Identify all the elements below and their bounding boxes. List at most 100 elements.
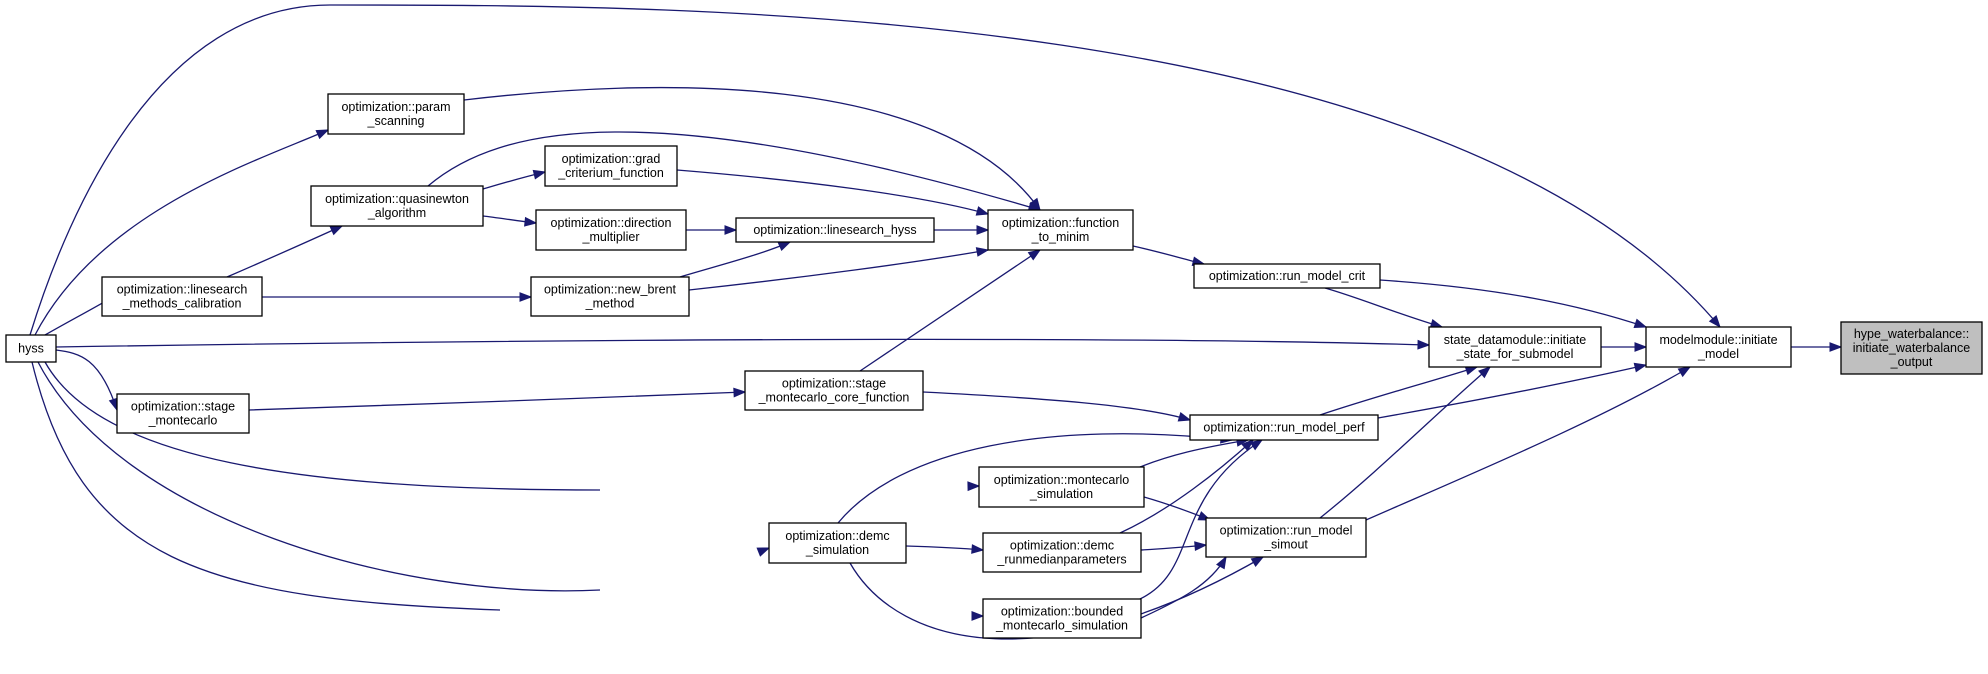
edge-hyss-to-initiate_model bbox=[29, 4, 1721, 336]
node-box[interactable] bbox=[535, 209, 687, 251]
edge-line bbox=[1379, 279, 1647, 328]
edge-param_scanning-to-function_to_minim bbox=[463, 86, 1041, 212]
node-box[interactable] bbox=[310, 185, 484, 227]
node-label: modelmodule::initiate bbox=[1659, 333, 1777, 347]
edge-line bbox=[1324, 287, 1443, 328]
node-box[interactable] bbox=[987, 209, 1134, 251]
arrowhead-icon bbox=[532, 169, 547, 180]
node-label: _simout bbox=[1263, 538, 1308, 552]
node-param_scanning[interactable]: optimization::param_scanning bbox=[327, 93, 465, 135]
edge-stage_montecarlo_core_function-to-run_model_perf bbox=[922, 391, 1192, 422]
arrowhead-icon bbox=[1708, 315, 1721, 329]
edge-line bbox=[679, 241, 791, 278]
edge-function_to_minim-to-run_model_crit bbox=[1132, 245, 1206, 266]
edge-line bbox=[905, 545, 984, 551]
edge-line bbox=[248, 391, 746, 411]
edge-bounded_montecarlo_simulation-to-run_model_simout bbox=[1140, 555, 1227, 619]
node-box[interactable] bbox=[1645, 326, 1792, 368]
arrowhead-icon bbox=[1027, 249, 1042, 261]
node-box[interactable] bbox=[327, 93, 465, 135]
node-box[interactable] bbox=[982, 532, 1142, 573]
edge-line bbox=[1139, 439, 1249, 468]
node-linesearch_methods_calibration[interactable]: optimization::linesearch_methods_calibra… bbox=[101, 276, 263, 317]
node-initiate_model[interactable]: modelmodule::initiate_model bbox=[1645, 326, 1792, 368]
node-run_model_perf[interactable]: optimization::run_model_perf bbox=[1189, 414, 1379, 441]
edge-grad_criterium_function-to-function_to_minim bbox=[676, 169, 990, 216]
node-direction_multiplier[interactable]: optimization::direction_multiplier bbox=[535, 209, 687, 251]
arrowhead-icon bbox=[976, 225, 990, 235]
node-linesearch_hyss[interactable]: optimization::linesearch_hyss bbox=[735, 217, 935, 243]
node-box[interactable] bbox=[982, 598, 1142, 639]
edge-run_model_perf-to-initiate_state_for_submodel bbox=[1319, 365, 1479, 416]
arrowhead-icon bbox=[1677, 366, 1692, 378]
node-label: _state_for_submodel bbox=[1456, 347, 1574, 361]
edge-hyss-to-montecarlo_simulation bbox=[44, 361, 981, 492]
node-new_brent_method[interactable]: optimization::new_brent_method bbox=[530, 276, 690, 317]
node-grad_criterium_function[interactable]: optimization::grad_criterium_function bbox=[544, 145, 678, 187]
edge-initiate_model-to-initiate_waterbalance_output bbox=[1790, 342, 1843, 352]
node-label: optimization::linesearch_hyss bbox=[753, 223, 916, 237]
node-box[interactable] bbox=[978, 466, 1145, 508]
arrowhead-icon bbox=[971, 544, 985, 554]
arrowhead-icon bbox=[1417, 339, 1431, 350]
edge-run_model_simout-to-initiate_model bbox=[1365, 366, 1692, 521]
node-box[interactable] bbox=[1428, 326, 1602, 368]
node-demc_runmedianparameters[interactable]: optimization::demc_runmedianparameters bbox=[982, 532, 1142, 573]
node-label: _method bbox=[585, 297, 635, 311]
edge-hyss-to-demc_simulation bbox=[37, 361, 771, 592]
arrowhead-icon bbox=[724, 225, 738, 235]
node-box[interactable] bbox=[116, 393, 250, 434]
edge-line bbox=[463, 86, 1041, 211]
node-demc_simulation[interactable]: optimization::demc_simulation bbox=[768, 522, 907, 564]
node-label: _output bbox=[1890, 355, 1933, 369]
edge-montecarlo_simulation-to-run_model_perf bbox=[1139, 437, 1250, 468]
node-hyss[interactable]: hyss bbox=[5, 334, 57, 363]
node-box[interactable] bbox=[768, 522, 907, 564]
edge-new_brent_method-to-linesearch_hyss bbox=[679, 241, 792, 278]
node-box[interactable] bbox=[1193, 263, 1381, 289]
arrowhead-icon bbox=[329, 225, 344, 236]
node-label: _model bbox=[1697, 347, 1739, 361]
arrowhead-icon bbox=[1250, 556, 1265, 567]
node-label: initiate_waterbalance bbox=[1853, 341, 1970, 355]
node-label: optimization::run_model_crit bbox=[1209, 269, 1366, 283]
node-stage_montecarlo_core_function[interactable]: optimization::stage_montecarlo_core_func… bbox=[744, 370, 924, 411]
node-box[interactable] bbox=[5, 334, 57, 363]
edge-hyss-to-stage_montecarlo bbox=[55, 349, 119, 412]
edge-hyss-to-bounded_montecarlo_simulation bbox=[31, 361, 985, 621]
arrowhead-icon bbox=[1194, 541, 1208, 551]
node-initiate_state_for_submodel[interactable]: state_datamodule::initiate_state_for_sub… bbox=[1428, 326, 1602, 368]
arrowhead-icon bbox=[1029, 197, 1041, 212]
node-label: hype_waterbalance:: bbox=[1854, 327, 1969, 341]
node-label: _methods_calibration bbox=[122, 297, 242, 311]
node-label: optimization::quasinewton bbox=[325, 192, 469, 206]
node-box[interactable] bbox=[101, 276, 263, 317]
edge-line bbox=[29, 4, 1721, 336]
node-montecarlo_simulation[interactable]: optimization::montecarlo_simulation bbox=[978, 466, 1145, 508]
node-bounded_montecarlo_simulation[interactable]: optimization::bounded_montecarlo_simulat… bbox=[982, 598, 1142, 639]
node-box[interactable] bbox=[530, 276, 690, 317]
edge-line bbox=[1319, 366, 1491, 519]
node-box[interactable] bbox=[1840, 321, 1983, 375]
node-run_model_crit[interactable]: optimization::run_model_crit bbox=[1193, 263, 1381, 289]
edge-initiate_state_for_submodel-to-initiate_model bbox=[1600, 342, 1648, 352]
edge-line bbox=[859, 249, 1041, 372]
edge-line bbox=[1139, 439, 1263, 600]
edge-run_model_perf-to-initiate_model bbox=[1377, 362, 1648, 419]
edge-linesearch_methods_calibration-to-quasinewton_algorithm bbox=[226, 225, 344, 278]
node-initiate_waterbalance_output[interactable]: hype_waterbalance::initiate_waterbalance… bbox=[1840, 321, 1983, 375]
node-box[interactable] bbox=[744, 370, 924, 411]
node-box[interactable] bbox=[1205, 517, 1367, 558]
node-label: _multiplier bbox=[582, 230, 640, 244]
node-quasinewton_algorithm[interactable]: optimization::quasinewton_algorithm bbox=[310, 185, 484, 227]
node-box[interactable] bbox=[735, 217, 935, 243]
node-function_to_minim[interactable]: optimization::function_to_minim bbox=[987, 209, 1134, 251]
arrowhead-icon bbox=[1633, 362, 1648, 373]
edge-line bbox=[688, 249, 989, 291]
node-stage_montecarlo[interactable]: optimization::stage_montecarlo bbox=[116, 393, 250, 434]
node-run_model_simout[interactable]: optimization::run_model_simout bbox=[1205, 517, 1367, 558]
node-box[interactable] bbox=[544, 145, 678, 187]
node-box[interactable] bbox=[1189, 414, 1379, 441]
node-label: optimization::demc bbox=[1010, 539, 1114, 553]
arrowhead-icon bbox=[975, 206, 990, 216]
